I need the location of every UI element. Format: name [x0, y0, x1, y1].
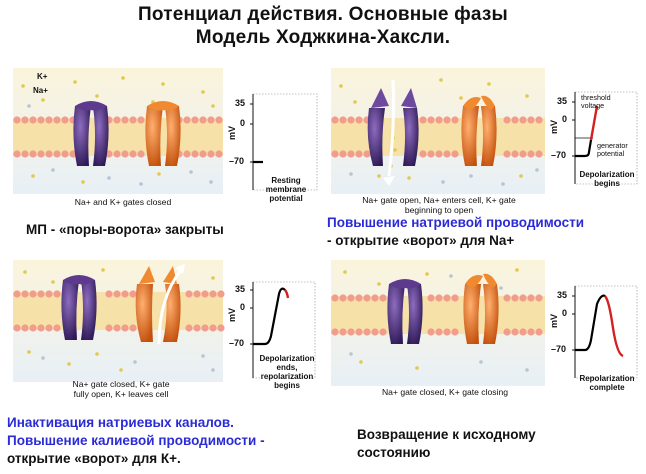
sodium-ion-label: Na+	[33, 86, 48, 95]
sodium-influx-arrow	[387, 79, 395, 177]
tick-zero: 0	[240, 302, 246, 312]
description-line: - открытие «ворот» для Na+	[327, 233, 515, 248]
description-resting: МП - «поры-ворота» закрыты	[26, 221, 224, 239]
resting-figure	[13, 68, 318, 194]
description-line: открытие «ворот» для К+.	[7, 451, 181, 466]
potassium-channel	[145, 101, 181, 166]
peak-figure	[13, 260, 316, 382]
tick-top: 35	[235, 284, 246, 294]
axis-unit: mV	[549, 313, 559, 328]
tick-bottom: –70	[551, 344, 567, 354]
sodium-ions	[23, 268, 215, 372]
potassium-ions	[349, 168, 539, 186]
potassium-ions	[41, 354, 215, 372]
page-title-line-2: Модель Ходжкина-Хаксли.	[195, 27, 451, 48]
lipid-bilayer	[13, 290, 225, 332]
voltage-graph	[250, 281, 316, 379]
tick-zero: 0	[562, 114, 568, 124]
panel-repolarization: 35 0 –70 mV Repolarization complete Na+ …	[331, 258, 639, 454]
repolarization-figure	[331, 260, 638, 386]
lipid-bilayer	[331, 116, 545, 158]
potassium-ion-label: K+	[37, 72, 48, 81]
membrane-potential-trace	[575, 139, 593, 158]
sodium-channel-open	[367, 79, 419, 186]
potassium-efflux-arrow	[157, 269, 183, 345]
membrane-potential-trace	[575, 294, 606, 352]
description-line: состоянию	[357, 445, 431, 460]
tick-top: 35	[235, 98, 246, 108]
sodium-ions	[21, 76, 215, 184]
lipid-bilayer	[13, 116, 223, 158]
graph-caption: Depolarization begins	[579, 170, 635, 188]
axis-unit: mV	[227, 307, 237, 322]
potassium-ions	[349, 274, 529, 372]
membrane-potential-trace	[253, 287, 286, 346]
sodium-channel	[73, 101, 109, 166]
potassium-channel	[461, 95, 497, 166]
tick-bottom: –70	[551, 150, 567, 160]
generator-potential-label: generator potential	[597, 141, 628, 158]
potassium-ions	[27, 104, 213, 186]
sodium-channel	[387, 279, 423, 344]
voltage-graph	[572, 285, 638, 379]
graph-caption: Resting membrane potential	[265, 176, 307, 203]
tick-top: 35	[557, 96, 568, 106]
axis-unit: mV	[549, 119, 559, 134]
panel-resting: K+ Na+ 35 0 –70 mV Resting membrane pote…	[13, 66, 321, 262]
axis-unit: mV	[227, 125, 237, 140]
panel-peak: 35 0 –70 mV Depolarization ends, repolar…	[13, 258, 321, 454]
depolarization-figure	[331, 68, 638, 194]
threshold-voltage-label: threshold voltage	[581, 93, 611, 110]
tick-bottom: –70	[229, 338, 245, 348]
tick-bottom: –70	[229, 156, 245, 166]
panel-depolarization: 35 0 –70 mV threshold voltage generator …	[331, 66, 639, 262]
voltage-graph	[250, 93, 318, 191]
description-line: МП - «поры-ворота» закрыты	[26, 222, 224, 237]
description-line: Повышение натриевой проводимости	[327, 215, 584, 230]
figure-caption: Na+ gate closed, K+ gate fully open, K+ …	[72, 379, 170, 399]
figure-caption: Na+ and K+ gates closed	[74, 197, 172, 207]
sodium-channel	[61, 275, 97, 340]
potassium-channel-closing	[463, 273, 499, 344]
graph-caption: Repolarization complete	[579, 374, 635, 392]
figure-caption: Na+ gate open, Na+ enters cell, K+ gate …	[362, 195, 516, 215]
graph-caption: Depolarization ends, repolarization begi…	[259, 354, 315, 390]
page-title-line-1: Потенциал действия. Основные фазы	[138, 4, 508, 25]
tick-zero: 0	[562, 308, 568, 318]
description-line: Повышение калиевой проводимости -	[7, 433, 265, 448]
tick-zero: 0	[240, 118, 246, 128]
figure-caption: Na+ gate closed, K+ gate closing	[381, 387, 509, 397]
description-line: Возвращение к исходному	[357, 427, 536, 442]
potassium-channel-open	[135, 264, 185, 345]
description-repolarization: Возвращение к исходному состоянию	[357, 426, 536, 462]
voltage-graph	[572, 91, 638, 185]
tick-top: 35	[557, 290, 568, 300]
description-peak: Инактивация натриевых каналов. Повышение…	[7, 414, 265, 468]
description-depolarization: Повышение натриевой проводимости - откры…	[327, 214, 584, 250]
lipid-bilayer	[331, 294, 545, 336]
description-line: Инактивация натриевых каналов.	[7, 415, 234, 430]
